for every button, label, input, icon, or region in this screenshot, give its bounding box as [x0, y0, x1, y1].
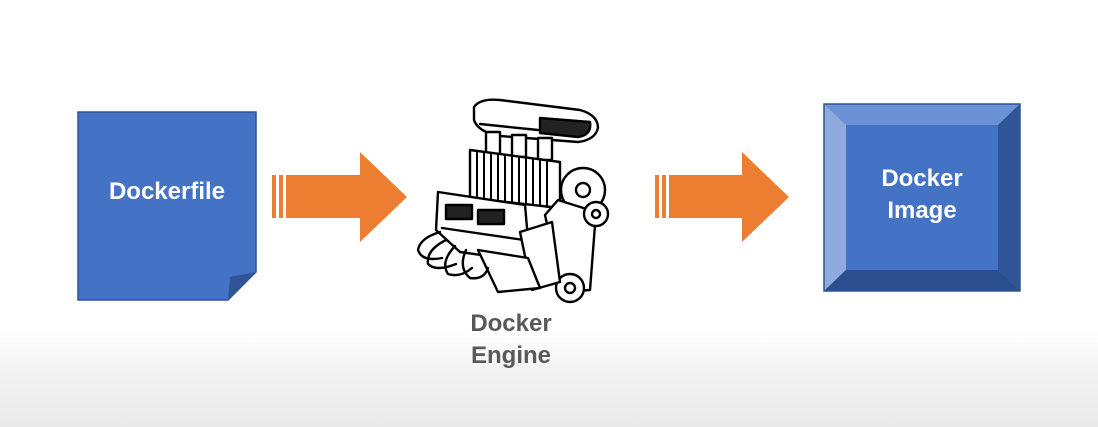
docker-image-label: Docker Image: [881, 165, 963, 224]
engine-icon: [416, 98, 610, 304]
dockerfile-label: Dockerfile: [108, 178, 226, 205]
cube-icon: [823, 103, 1021, 292]
document-icon: [77, 111, 257, 301]
docker-engine-label: Docker Engine: [470, 310, 552, 369]
arrow-right-icon: [272, 152, 407, 242]
arrow-right-icon: [655, 152, 789, 242]
